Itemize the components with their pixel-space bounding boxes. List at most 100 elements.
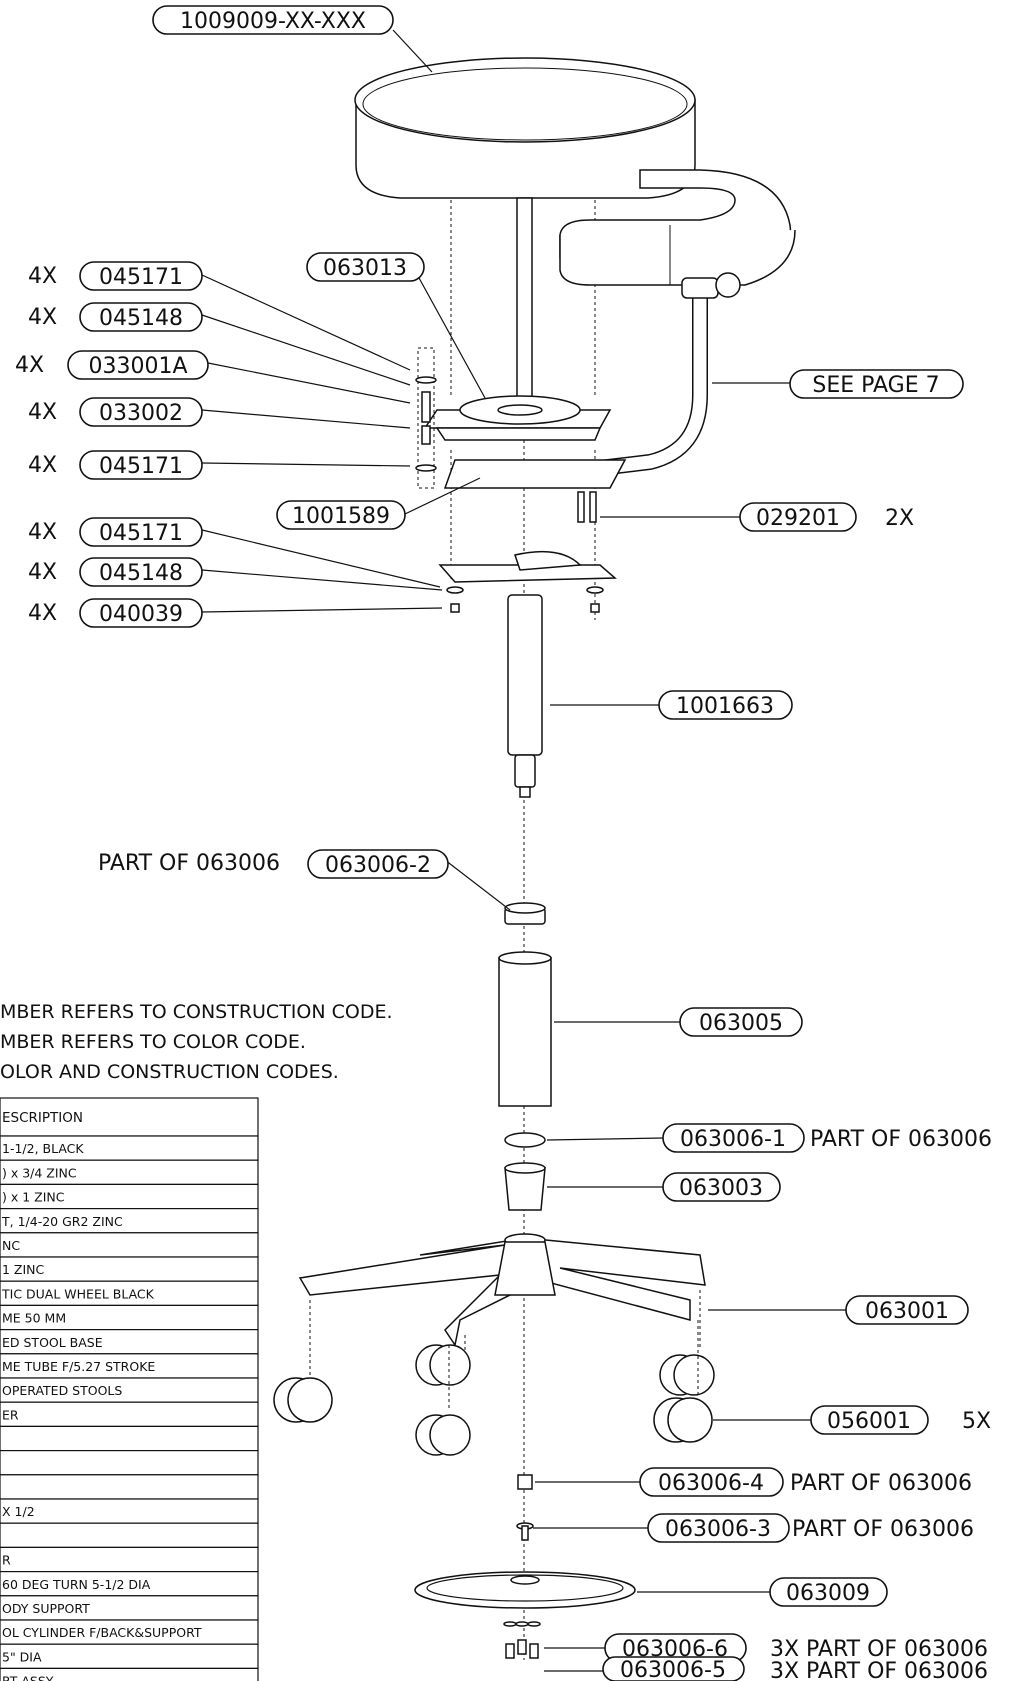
part-of-note: PART OF 063006 <box>792 1517 974 1542</box>
table-row <box>0 1546 259 1573</box>
notes-block: MBER REFERS TO CONSTRUCTION CODE. MBER R… <box>0 1001 393 1083</box>
note-line: MBER REFERS TO CONSTRUCTION CODE. <box>0 1001 393 1023</box>
table-cell: 5" DIA <box>2 1649 42 1664</box>
table-row <box>0 1643 259 1669</box>
qty-label: 4X <box>15 353 44 378</box>
callout-033002: 033002 <box>79 397 203 427</box>
cup <box>504 1167 546 1211</box>
qty-label: 4X <box>28 400 57 425</box>
table-row <box>0 1474 259 1500</box>
part-of-note: 3X PART OF 063006 <box>770 1637 988 1662</box>
table-cell: R <box>2 1553 11 1568</box>
table-row <box>0 1570 259 1597</box>
callout-text: 063003 <box>679 1176 763 1201</box>
knob <box>681 277 719 299</box>
nut <box>590 603 600 613</box>
callout-1001663: 1001663 <box>658 690 793 720</box>
callout-text: 1001589 <box>292 504 390 529</box>
callout-063005: 063005 <box>679 1007 803 1037</box>
mount-plate <box>443 459 627 489</box>
callout-text: 063006-4 <box>658 1471 764 1496</box>
qty-label: 4X <box>28 453 57 478</box>
body-support <box>559 169 796 286</box>
callout-063009: 063009 <box>769 1577 888 1607</box>
seat-post <box>516 197 533 399</box>
table-cell: X 1/2 <box>2 1504 35 1519</box>
bolt <box>577 491 585 523</box>
table-cell: OPERATED STOOLS <box>2 1383 122 1398</box>
table-cell: ME TUBE F/5.27 STROKE <box>2 1359 155 1374</box>
callout-text: 063001 <box>865 1299 949 1324</box>
callout-text: 029201 <box>756 506 840 531</box>
callout-029201: 029201 <box>739 502 857 532</box>
table-row <box>0 1522 259 1548</box>
callout-1009009: 1009009-XX-XXX <box>152 5 394 35</box>
callout-063013: 063013 <box>306 252 425 282</box>
table-cell: 1 ZINC <box>2 1262 45 1277</box>
caster <box>273 1300 333 1423</box>
callout-see-page-7: SEE PAGE 7 <box>789 369 964 399</box>
table-cell: ED STOOL BASE <box>2 1335 103 1350</box>
callout-text: 063005 <box>699 1011 783 1036</box>
callout-text: 063009 <box>786 1581 870 1606</box>
table-row <box>0 1498 259 1524</box>
nut <box>450 603 460 613</box>
part-of-note: 3X PART OF 063006 <box>770 1659 988 1681</box>
screw <box>516 1522 534 1541</box>
callout-045171: 045171 <box>79 517 203 547</box>
table-row <box>0 1304 259 1331</box>
callout-1001589: 1001589 <box>276 500 406 530</box>
table-cell: ER <box>2 1407 19 1422</box>
part-of-note: PART OF 063006 <box>98 851 280 876</box>
fastener-group <box>417 347 435 489</box>
parts-table: ESCRIPTION 1-1/2, BLACK) x 3/4 ZINC) x 1… <box>0 1097 259 1681</box>
washer <box>586 586 604 594</box>
callout-text: 1009009-XX-XXX <box>180 9 366 34</box>
leader-lines <box>201 29 846 1672</box>
bushing <box>504 902 546 925</box>
table-cell: 1-1/2, BLACK <box>2 1141 84 1156</box>
washer <box>415 464 437 472</box>
callout-063003: 063003 <box>662 1172 781 1202</box>
callout-063001: 063001 <box>845 1295 969 1325</box>
callout-063006-3: 063006-3 <box>647 1513 790 1543</box>
note-line: OLOR AND CONSTRUCTION CODES. <box>0 1061 339 1083</box>
caster <box>415 1345 471 1456</box>
part-of-note: PART OF 063006 <box>810 1127 992 1152</box>
bolt <box>589 491 597 523</box>
table-row <box>0 1280 259 1306</box>
table-header: ESCRIPTION <box>2 1110 83 1126</box>
table-row <box>0 1595 259 1621</box>
table-row <box>0 1353 259 1379</box>
callout-063006-2: 063006-2 <box>307 849 449 879</box>
table-cell: RT ASSY <box>2 1674 54 1681</box>
spacer <box>421 391 431 423</box>
callout-text: 045148 <box>99 561 183 586</box>
table-cell: NC <box>2 1238 20 1253</box>
callout-text: 040039 <box>99 602 183 627</box>
washer <box>446 586 464 594</box>
table-row <box>0 1377 259 1403</box>
table-row <box>0 1207 259 1234</box>
callout-text: 033001A <box>88 354 187 379</box>
callout-056001: 056001 <box>810 1405 929 1435</box>
callout-text: 045171 <box>99 454 183 479</box>
qty-label: 4X <box>28 305 57 330</box>
callout-text: 033002 <box>99 401 183 426</box>
caster <box>415 1335 471 1386</box>
callout-063006-4: 063006-4 <box>639 1467 784 1497</box>
table-row <box>0 1256 259 1282</box>
table-row <box>0 1449 259 1476</box>
callout-text: 056001 <box>827 1409 911 1434</box>
table-row <box>0 1183 259 1210</box>
gas-cylinder <box>507 594 543 798</box>
callout-text: 063006-3 <box>665 1517 771 1542</box>
screw <box>517 1639 527 1655</box>
qty-label: 5X <box>962 1409 991 1434</box>
callout-045148: 045148 <box>79 302 203 332</box>
table-row <box>0 1425 259 1452</box>
qty-label: 4X <box>28 601 57 626</box>
screw <box>505 1643 515 1659</box>
table-cell: T, 1/4-20 GR2 ZINC <box>1 1214 123 1229</box>
